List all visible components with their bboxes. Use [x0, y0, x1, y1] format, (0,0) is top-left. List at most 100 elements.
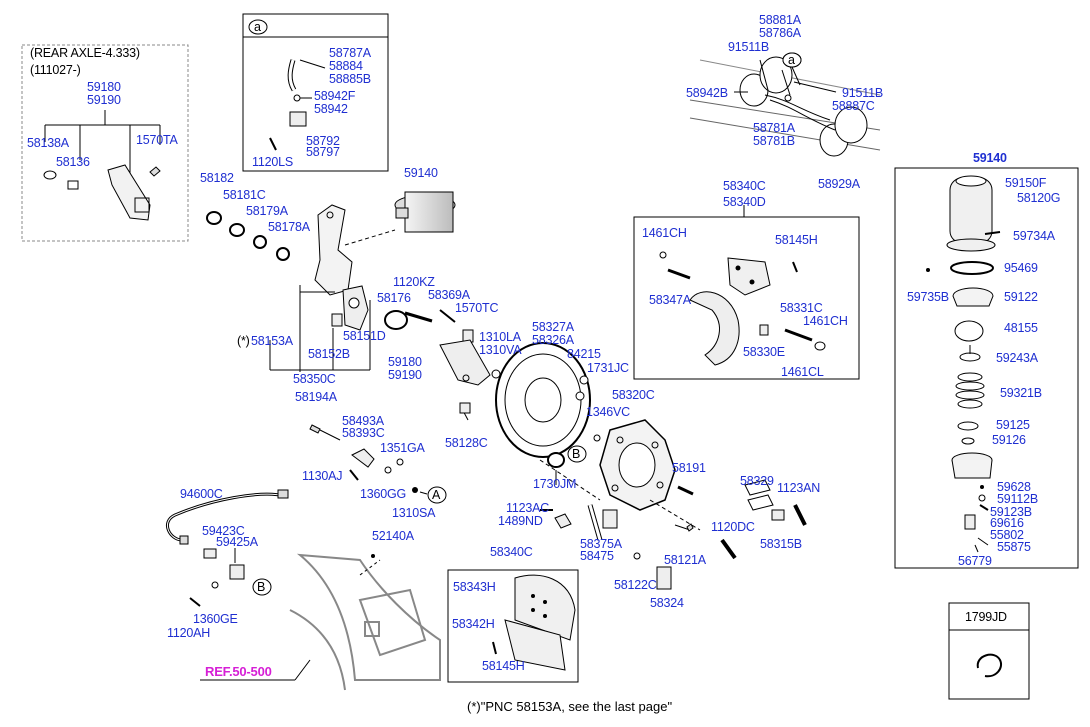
label-1461CH-b[interactable]: 1461CH	[803, 314, 848, 328]
label-1570TC[interactable]: 1570TC	[455, 301, 499, 315]
label-58929A[interactable]: 58929A	[818, 177, 860, 191]
label-58884[interactable]: 58884	[329, 59, 363, 73]
label-58797[interactable]: 58797	[306, 145, 340, 159]
label-58787A[interactable]: 58787A	[329, 46, 371, 60]
label-58128C[interactable]: 58128C	[445, 436, 488, 450]
label-1310VA[interactable]: 1310VA	[479, 343, 522, 357]
label-1360GG[interactable]: 1360GG	[360, 487, 407, 501]
label-58136[interactable]: 58136	[56, 155, 90, 169]
label-58393C[interactable]: 58393C	[342, 426, 385, 440]
label-58122C[interactable]: 58122C	[614, 578, 657, 592]
label-58330E[interactable]: 58330E	[743, 345, 785, 359]
label-59628[interactable]: 59628	[997, 480, 1031, 494]
label-84215[interactable]: 84215	[567, 347, 601, 361]
label-58326A[interactable]: 58326A	[532, 333, 574, 347]
ref-50-500-link[interactable]: REF.50-500	[205, 664, 272, 679]
label-58340D[interactable]: 58340D	[723, 195, 766, 209]
label-1120LS[interactable]: 1120LS	[252, 155, 293, 169]
label-58182[interactable]: 58182	[200, 171, 234, 185]
label-58176[interactable]: 58176	[377, 291, 411, 305]
label-1120DC[interactable]: 1120DC	[711, 520, 755, 534]
label-59180-mid[interactable]: 59180	[388, 355, 422, 369]
label-58375A[interactable]: 58375A	[580, 537, 622, 551]
label-59122[interactable]: 59122	[1004, 290, 1038, 304]
label-58138A[interactable]: 58138A	[27, 136, 69, 150]
label-58145H-top[interactable]: 58145H	[775, 233, 818, 247]
label-58350C[interactable]: 58350C	[293, 372, 336, 386]
label-59123B[interactable]: 59123B	[990, 505, 1032, 519]
label-59112B[interactable]: 59112B	[997, 492, 1038, 506]
label-1731JC[interactable]: 1731JC	[587, 361, 629, 375]
label-59734A[interactable]: 59734A	[1013, 229, 1055, 243]
label-58194A[interactable]: 58194A	[295, 390, 337, 404]
label-59423C[interactable]: 59423C	[202, 524, 245, 538]
label-59425A[interactable]: 59425A	[216, 535, 258, 549]
label-58493A[interactable]: 58493A	[342, 414, 384, 428]
label-95469[interactable]: 95469	[1004, 261, 1038, 275]
label-1730JM[interactable]: 1730JM	[533, 477, 577, 491]
label-59190-top[interactable]: 59190	[87, 93, 121, 107]
label-58792[interactable]: 58792	[306, 134, 340, 148]
label-58942B[interactable]: 58942B	[686, 86, 728, 100]
label-58151D[interactable]: 58151D	[343, 329, 386, 343]
label-58327A[interactable]: 58327A	[532, 320, 574, 334]
label-58340C-top[interactable]: 58340C	[723, 179, 766, 193]
label-58315B[interactable]: 58315B	[760, 537, 802, 551]
label-1123AC[interactable]: 1123AC	[506, 501, 550, 515]
label-58324[interactable]: 58324	[650, 596, 684, 610]
label-91511B-b[interactable]: 91511B	[842, 86, 883, 100]
label-59735B[interactable]: 59735B	[907, 290, 949, 304]
label-59150F[interactable]: 59150F	[1005, 176, 1047, 190]
label-58781B[interactable]: 58781B	[753, 134, 795, 148]
label-58369A[interactable]: 58369A	[428, 288, 470, 302]
label-1310SA[interactable]: 1310SA	[392, 506, 436, 520]
label-59140-main[interactable]: 59140	[404, 166, 438, 180]
label-59243A[interactable]: 59243A	[996, 351, 1038, 365]
label-58887C[interactable]: 58887C	[832, 99, 875, 113]
assy-59140-title[interactable]: 59140	[973, 151, 1007, 165]
label-1346VC[interactable]: 1346VC	[586, 405, 630, 419]
label-58179A[interactable]: 58179A	[246, 204, 288, 218]
label-59190-mid[interactable]: 59190	[388, 368, 422, 382]
label-58475[interactable]: 58475	[580, 549, 614, 563]
label-69616[interactable]: 69616	[990, 516, 1024, 530]
label-1130AJ[interactable]: 1130AJ	[302, 469, 343, 483]
label-1310LA[interactable]: 1310LA	[479, 330, 521, 344]
label-1351GA[interactable]: 1351GA	[380, 441, 425, 455]
label-48155[interactable]: 48155	[1004, 321, 1038, 335]
label-58121A[interactable]: 58121A	[664, 553, 706, 567]
label-58152B[interactable]: 58152B	[308, 347, 350, 361]
label-58320C[interactable]: 58320C	[612, 388, 655, 402]
label-58181C[interactable]: 58181C	[223, 188, 266, 202]
label-1123AN[interactable]: 1123AN	[777, 481, 821, 495]
label-58885B[interactable]: 58885B	[329, 72, 371, 86]
label-58153A[interactable]: 58153A	[251, 334, 293, 348]
label-1120AH[interactable]: 1120AH	[167, 626, 211, 640]
label-59125[interactable]: 59125	[996, 418, 1030, 432]
label-58881A[interactable]: 58881A	[759, 13, 801, 27]
label-58331C[interactable]: 58331C	[780, 301, 823, 315]
label-58178A[interactable]: 58178A	[268, 220, 310, 234]
label-1461CH-a[interactable]: 1461CH	[642, 226, 687, 240]
label-58343H[interactable]: 58343H	[453, 580, 496, 594]
label-91511B-a[interactable]: 91511B	[728, 40, 769, 54]
label-59180-top[interactable]: 59180	[87, 80, 121, 94]
label-58342H[interactable]: 58342H	[452, 617, 495, 631]
label-58347A[interactable]: 58347A	[649, 293, 691, 307]
label-1461CL[interactable]: 1461CL	[781, 365, 824, 379]
label-94600C[interactable]: 94600C	[180, 487, 223, 501]
label-1120KZ[interactable]: 1120KZ	[393, 275, 435, 289]
label-55802[interactable]: 55802	[990, 528, 1024, 542]
label-56779[interactable]: 56779	[958, 554, 992, 568]
label-52140A[interactable]: 52140A	[372, 529, 414, 543]
label-59126[interactable]: 59126	[992, 433, 1026, 447]
label-58191[interactable]: 58191	[672, 461, 706, 475]
label-1360GE[interactable]: 1360GE	[193, 612, 238, 626]
label-1570TA[interactable]: 1570TA	[136, 133, 178, 147]
label-58120G[interactable]: 58120G	[1017, 191, 1061, 205]
label-58340C-bot[interactable]: 58340C	[490, 545, 533, 559]
label-58942F[interactable]: 58942F	[314, 89, 356, 103]
label-58145H-bot[interactable]: 58145H	[482, 659, 525, 673]
label-58329[interactable]: 58329	[740, 474, 774, 488]
label-55875[interactable]: 55875	[997, 540, 1031, 554]
